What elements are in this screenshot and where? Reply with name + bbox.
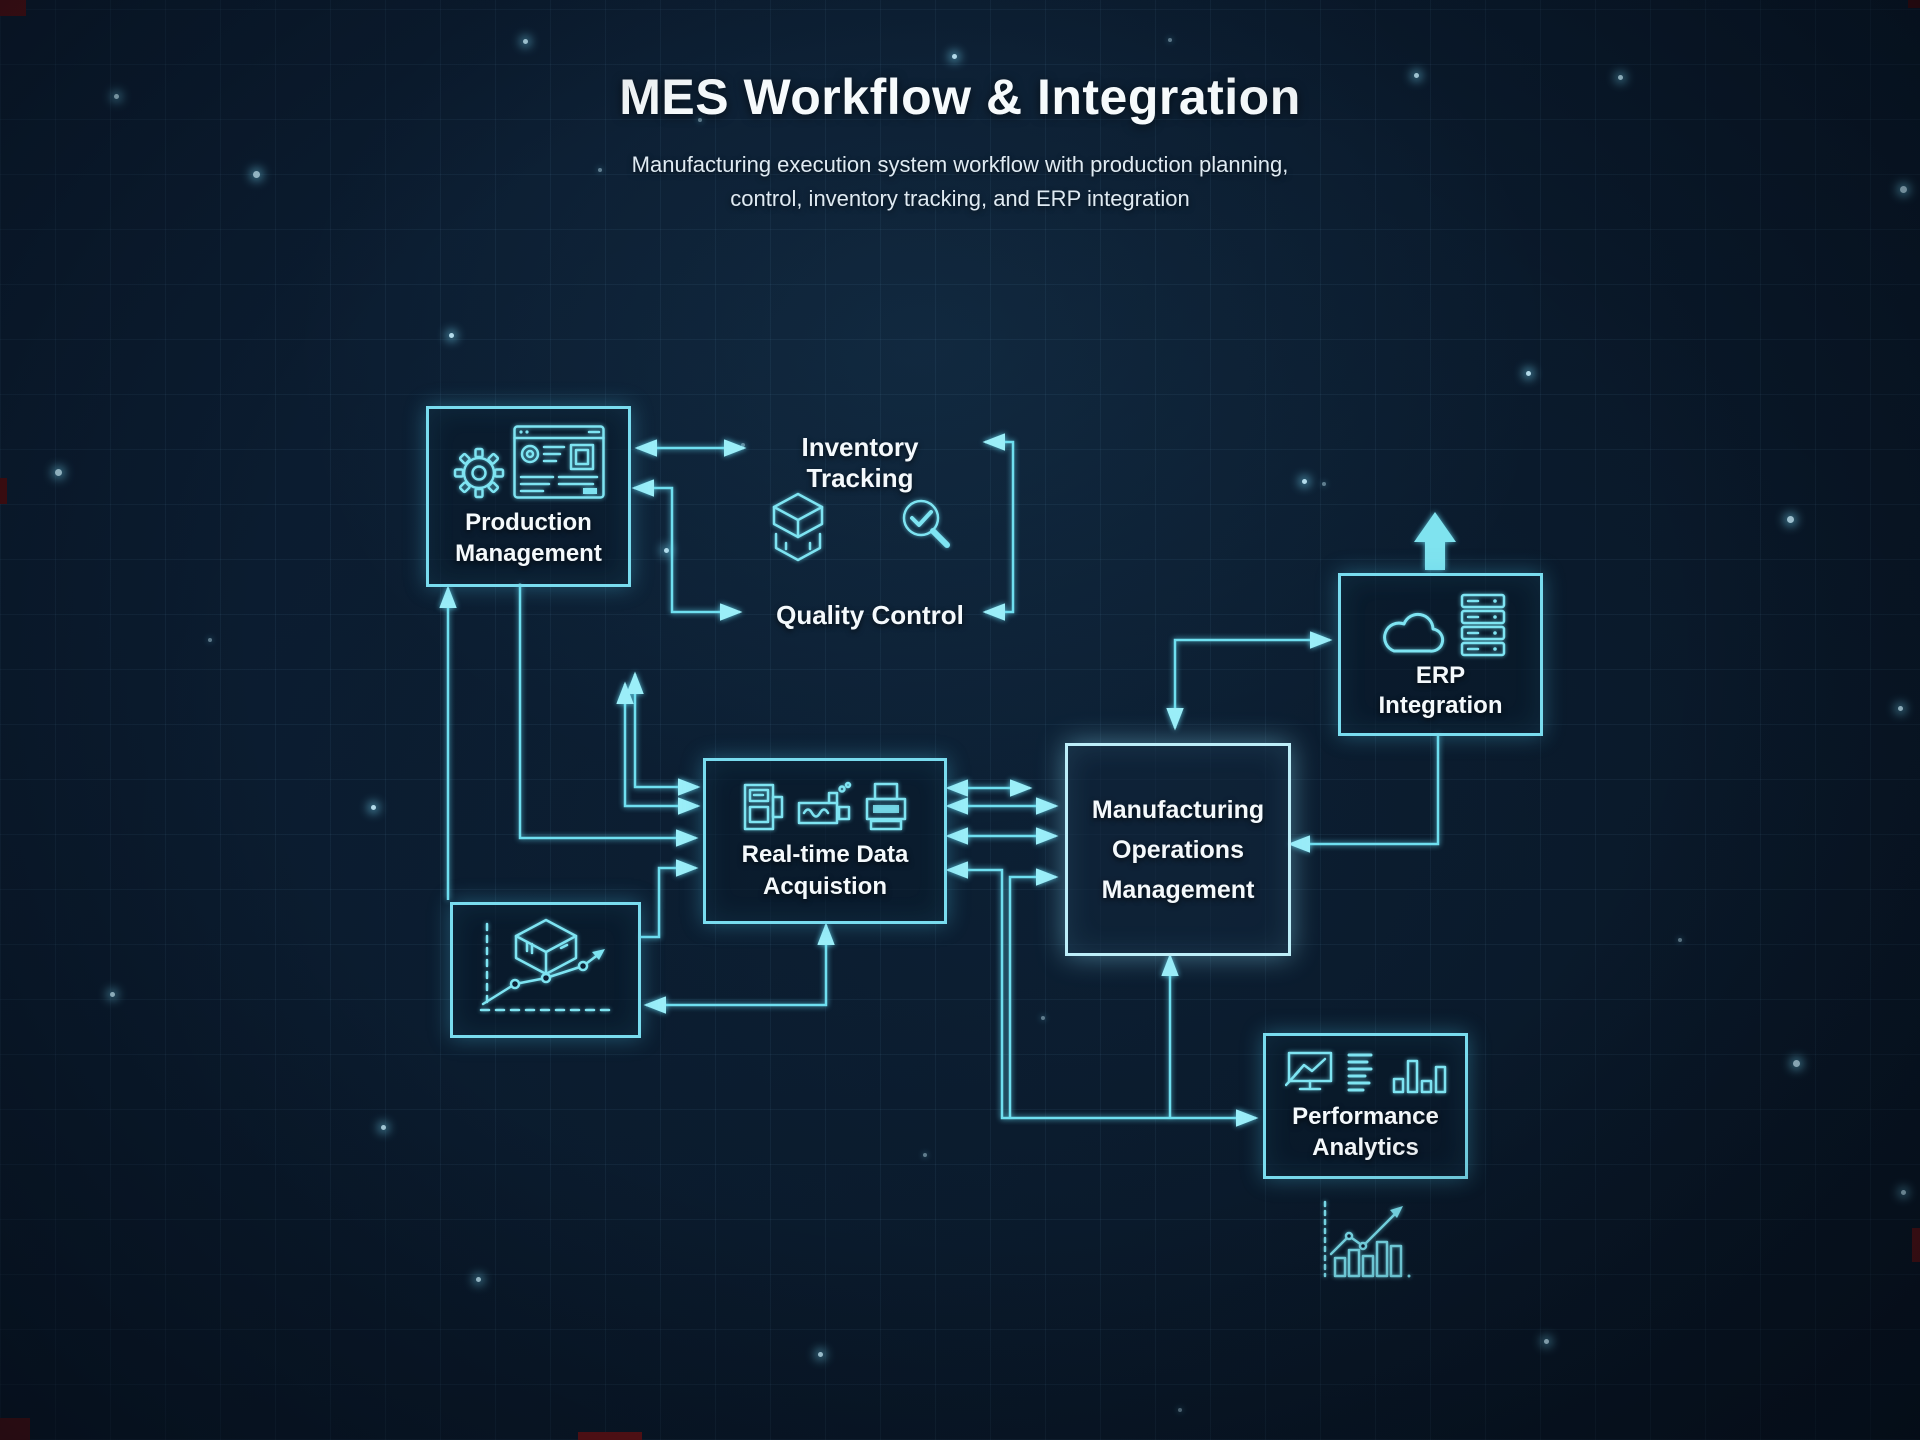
edge-inventory-quality-bracket <box>982 433 1015 621</box>
node-planning-chart <box>450 902 641 1038</box>
monitor-chart-icon <box>1284 1051 1339 1095</box>
growth-chart-icon <box>1315 1196 1415 1282</box>
node-manufacturing-operations-management: Manufacturing Operations Management <box>1065 743 1291 956</box>
cnc-machine-icon <box>737 781 789 833</box>
quality-magnifier-icon <box>893 492 957 556</box>
node-label-line: Real-time Data <box>741 841 909 868</box>
node-label-line: Production <box>465 508 592 536</box>
node-label-line: Operations <box>1112 835 1244 864</box>
label-quality-control: Quality Control <box>776 600 964 630</box>
node-label-line: Analytics <box>1312 1134 1419 1161</box>
edge-pm-realtime <box>518 583 699 847</box>
inventory-cube-icon <box>766 490 830 568</box>
edge-mom-erp <box>1166 631 1333 731</box>
erp-up-arrow <box>1414 512 1456 570</box>
edge-erp-mom <box>1287 733 1440 853</box>
node-label-line: Performance <box>1292 1103 1439 1130</box>
printer-machine-icon <box>861 781 913 833</box>
edge-realtime-up-1 <box>626 671 701 796</box>
cube-trend-chart-icon <box>471 914 621 1026</box>
edge-realtime-planning <box>643 922 835 1014</box>
cloud-icon <box>1376 607 1452 657</box>
bar-chart-icon <box>1391 1053 1447 1095</box>
edge-planning-realtime <box>640 859 699 939</box>
process-machine-icon <box>797 781 853 833</box>
dashboard-window-icon <box>512 424 605 499</box>
node-label-line: Manufacturing <box>1091 795 1265 824</box>
label-inventory-tracking: Inventory Tracking <box>801 432 919 493</box>
edge-bus-mom-left <box>1008 868 1059 1118</box>
node-label-line: ERP <box>1415 661 1466 689</box>
node-production-management: Production Management <box>426 406 631 587</box>
node-label-line: Management <box>1101 875 1255 904</box>
report-list-icon <box>1347 1051 1373 1095</box>
gear-icon <box>453 447 505 499</box>
node-performance-analytics: Performance Analytics <box>1263 1033 1468 1179</box>
node-erp-integration: ERP Integration <box>1338 573 1543 736</box>
node-label-line: Management <box>455 539 602 567</box>
node-label-line: Acquistion <box>762 873 887 900</box>
server-rack-icon <box>1460 593 1506 657</box>
edge-pm-quality <box>631 479 743 621</box>
node-realtime-data-acquisition: Real-time Data Acquistion <box>703 758 947 924</box>
node-label-line: Integration <box>1378 691 1503 719</box>
